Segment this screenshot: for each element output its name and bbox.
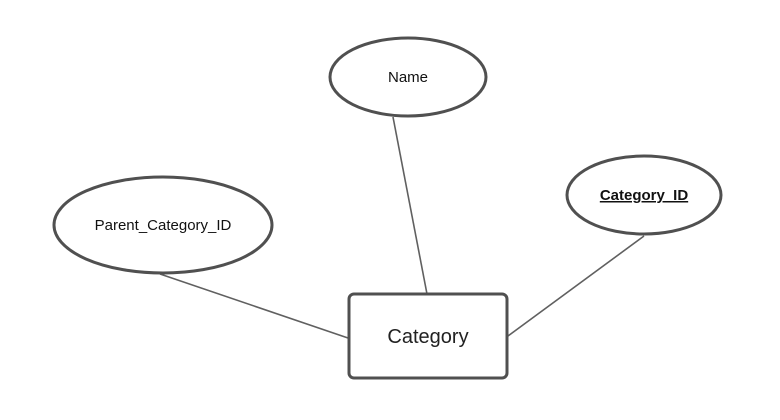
attribute-label-name: Name <box>388 69 428 86</box>
entity-box <box>347 292 509 380</box>
attribute-parent-category-id[interactable]: Parent_Category_ID <box>52 175 274 275</box>
connector-parent-category-id-to-category <box>159 273 349 339</box>
attribute-name[interactable]: Name <box>328 36 488 118</box>
attribute-ellipse <box>328 36 488 118</box>
entity-label: Category <box>387 326 468 348</box>
attribute-label-parent-category-id: Parent_Category_ID <box>95 217 232 234</box>
attribute-label-category-id: Category_ID <box>600 187 689 204</box>
attribute-ellipse <box>565 154 723 236</box>
attribute-category-id[interactable]: Category_ID <box>565 154 723 236</box>
connector-name-to-category <box>392 116 428 295</box>
connector-category-id-to-category <box>507 235 645 337</box>
attribute-ellipse <box>52 175 274 275</box>
entity-category[interactable]: Category <box>347 292 509 380</box>
